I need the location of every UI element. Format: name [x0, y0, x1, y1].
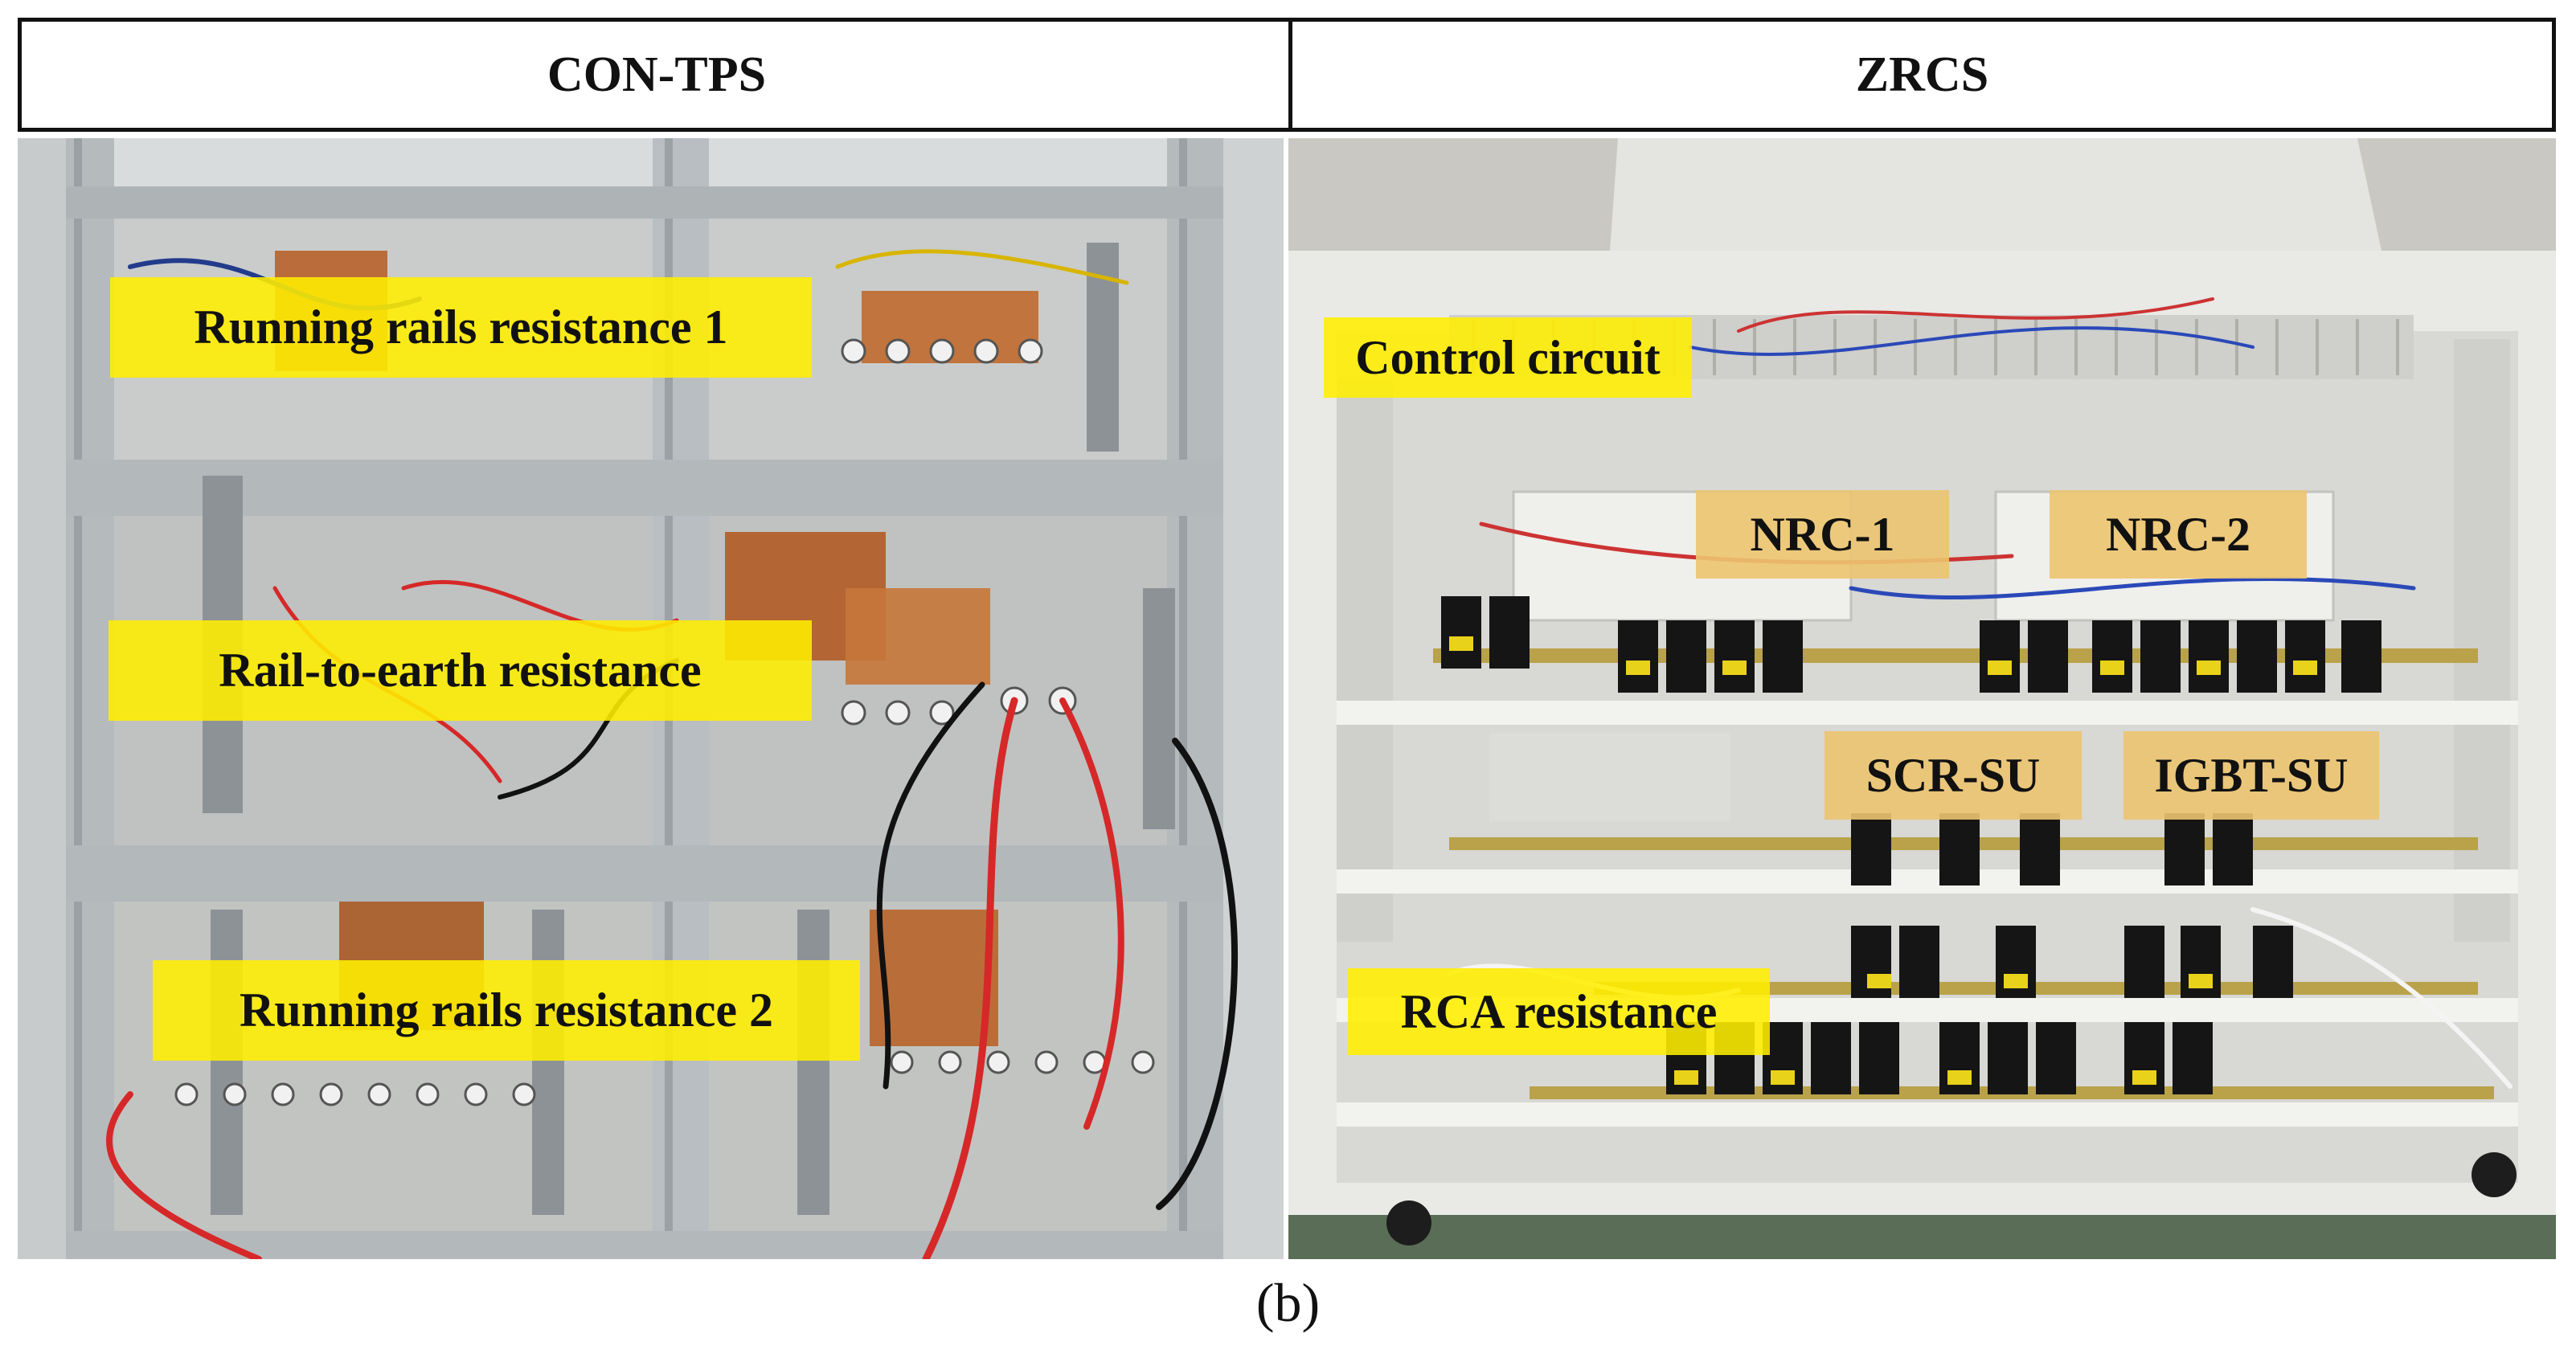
label-rail-to-earth-resistance: Rail-to-earth resistance: [109, 620, 812, 721]
label-running-rails-resistance-1: Running rails resistance 1: [110, 277, 812, 378]
label-running-rails-resistance-2: Running rails resistance 2: [153, 960, 860, 1061]
label-igbt-su: IGBT-SU: [2123, 731, 2379, 820]
label-rca-resistance: RCA resistance: [1348, 968, 1770, 1055]
panel-title-zrcs: ZRCS: [1288, 18, 2556, 132]
label-nrc-2: NRC-2: [2050, 490, 2307, 579]
label-nrc-1: NRC-1: [1696, 490, 1949, 579]
label-control-circuit: Control circuit: [1324, 317, 1692, 398]
zrcs-photo: [1288, 138, 2556, 1259]
figure-caption: (b): [1255, 1272, 1321, 1333]
panel-title-con-tps: CON-TPS: [18, 18, 1296, 132]
zrcs-cabinet-illustration: [1288, 138, 2556, 1259]
label-scr-su: SCR-SU: [1824, 731, 2082, 820]
